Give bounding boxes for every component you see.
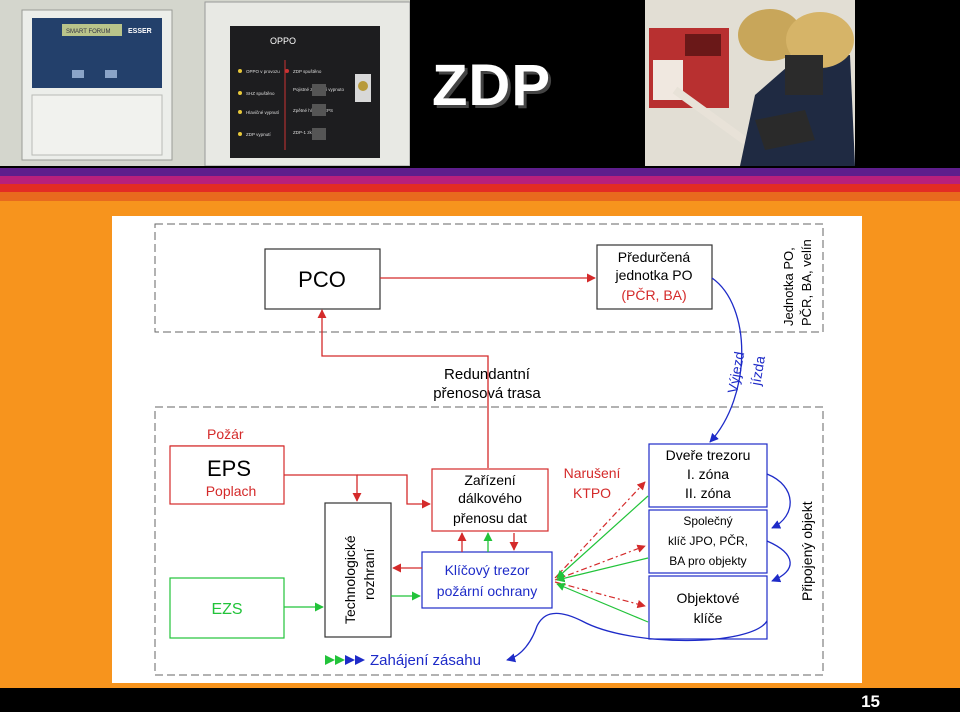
arrow-zahajeni bbox=[506, 612, 768, 663]
arrow-dvere-to-trezor bbox=[556, 495, 649, 579]
box-trezor bbox=[421, 551, 553, 609]
arrow-redundant bbox=[317, 309, 489, 468]
zarizeni-line1: Zařízení bbox=[464, 472, 515, 488]
box-pco bbox=[264, 248, 381, 310]
jizda-label: jízda bbox=[747, 354, 768, 387]
zarizeni-line2: dálkového bbox=[458, 490, 522, 506]
stripe-red bbox=[0, 184, 960, 192]
box-dvere bbox=[648, 443, 768, 508]
box-spolecny bbox=[648, 509, 768, 574]
arrow-trezor-to-spolecny bbox=[554, 544, 646, 581]
side-top-line2: PČR, BA, velín bbox=[799, 239, 814, 326]
panel2-label-8: ZDP-1 zkouška bbox=[293, 130, 324, 135]
header-bar: SMART FORUM ESSER OPPO OPPO v provozu ZD… bbox=[0, 0, 960, 168]
tech-line1: Technologické bbox=[342, 535, 358, 624]
vyjezd-label: Výjezd bbox=[724, 350, 747, 394]
panel2-title: OPPO bbox=[270, 36, 296, 46]
panel1-display: SMART FORUM bbox=[66, 29, 110, 35]
page-number: 15 bbox=[861, 692, 880, 711]
box-predurcena bbox=[596, 244, 713, 310]
side-bottom-label: Připojený objekt bbox=[799, 501, 815, 601]
naruseni-line1: Narušení bbox=[564, 465, 621, 481]
zahajeni-arrowhead-1 bbox=[325, 655, 335, 665]
arrow-eps-to-tech bbox=[284, 474, 362, 502]
zarizeni-line3: přenosu dat bbox=[453, 510, 527, 526]
stripe-orange bbox=[0, 192, 960, 201]
footer-bar bbox=[0, 688, 960, 712]
zahajeni-arrowhead-2 bbox=[335, 655, 345, 665]
slide-title: ZDP bbox=[432, 53, 551, 118]
zone-top bbox=[154, 223, 824, 333]
diagram-canvas: PCO Předurčená jednotka PO (PČR, BA) Jed… bbox=[154, 223, 824, 676]
pco-label: PCO bbox=[298, 267, 346, 292]
objektove-line1: Objektové bbox=[676, 590, 739, 606]
trezor-line2: požární ochrany bbox=[437, 583, 537, 599]
poplach-label: Poplach bbox=[206, 483, 257, 499]
ezs-label: EZS bbox=[211, 601, 242, 618]
spolecny-line3: BA pro objekty bbox=[669, 554, 746, 568]
zahajeni-arrowhead-3 bbox=[345, 655, 355, 665]
firefighter-photo bbox=[645, 0, 855, 166]
panel2-label-2: ZDP spuštěno bbox=[293, 69, 322, 74]
spolecny-line1: Společný bbox=[683, 514, 732, 528]
arrow-trezor-to-objektove bbox=[554, 581, 646, 609]
stripe-purple bbox=[0, 168, 960, 176]
pozar-label: Požár bbox=[207, 426, 244, 442]
zahajeni-arrowhead-4 bbox=[355, 655, 365, 665]
box-eps bbox=[169, 445, 285, 505]
dvere-line2: I. zóna bbox=[687, 466, 729, 482]
fire-panel-illustration: SMART FORUM ESSER OPPO OPPO v provozu ZD… bbox=[0, 0, 411, 167]
stripe-magenta bbox=[0, 176, 960, 184]
naruseni-line2: KTPO bbox=[573, 485, 611, 501]
zdp-diagram: PCO Předurčená jednotka PO (PČR, BA) Jed… bbox=[112, 216, 862, 683]
arrow-eps-to-zarizeni bbox=[357, 474, 431, 509]
arrow-vyjezd bbox=[709, 277, 743, 443]
panel1-brand: ESSER bbox=[128, 28, 152, 35]
objektove-line2: klíče bbox=[694, 610, 723, 626]
arrow-objektove-to-trezor bbox=[556, 583, 649, 623]
zahajeni-label: Zahájení zásahu bbox=[370, 652, 481, 669]
arrow-trezor-to-dvere bbox=[554, 481, 646, 579]
predurcena-line1: Předurčená bbox=[618, 249, 691, 265]
box-tech bbox=[324, 502, 392, 638]
box-objektove bbox=[648, 575, 768, 640]
redundant-line2: přenosová trasa bbox=[433, 385, 541, 402]
arrow-dvere-to-spolecny bbox=[766, 473, 791, 529]
predurcena-line3: (PČR, BA) bbox=[621, 287, 686, 303]
panel2-label-7: ZDP vypnutí bbox=[246, 132, 271, 137]
arrow-spolecny-to-objektove bbox=[766, 540, 791, 583]
box-zarizeni bbox=[431, 468, 549, 532]
trezor-line1: Klíčový trezor bbox=[445, 562, 530, 578]
panel2-label-3: SHZ spuštěno bbox=[246, 91, 275, 96]
predurcena-line2: jednotka PO bbox=[614, 267, 692, 283]
dvere-line3: II. zóna bbox=[685, 485, 731, 501]
tech-line2: rozhraní bbox=[361, 549, 377, 600]
side-top-line1: Jednotka PO, bbox=[781, 247, 796, 326]
eps-label: EPS bbox=[207, 456, 251, 481]
firefighter-illustration bbox=[645, 0, 855, 166]
dvere-line1: Dveře trezoru bbox=[666, 447, 751, 463]
panel2-label-1: OPPO v provozu bbox=[246, 69, 280, 74]
box-ezs bbox=[169, 577, 285, 639]
panel2-label-5: Hlavičné vypnutí bbox=[246, 110, 280, 115]
spolecny-line2: klíč JPO, PČR, bbox=[668, 533, 748, 548]
arrow-spolecny-to-trezor bbox=[556, 557, 649, 583]
fire-panel-photo: SMART FORUM ESSER OPPO OPPO v provozu ZD… bbox=[0, 0, 411, 167]
